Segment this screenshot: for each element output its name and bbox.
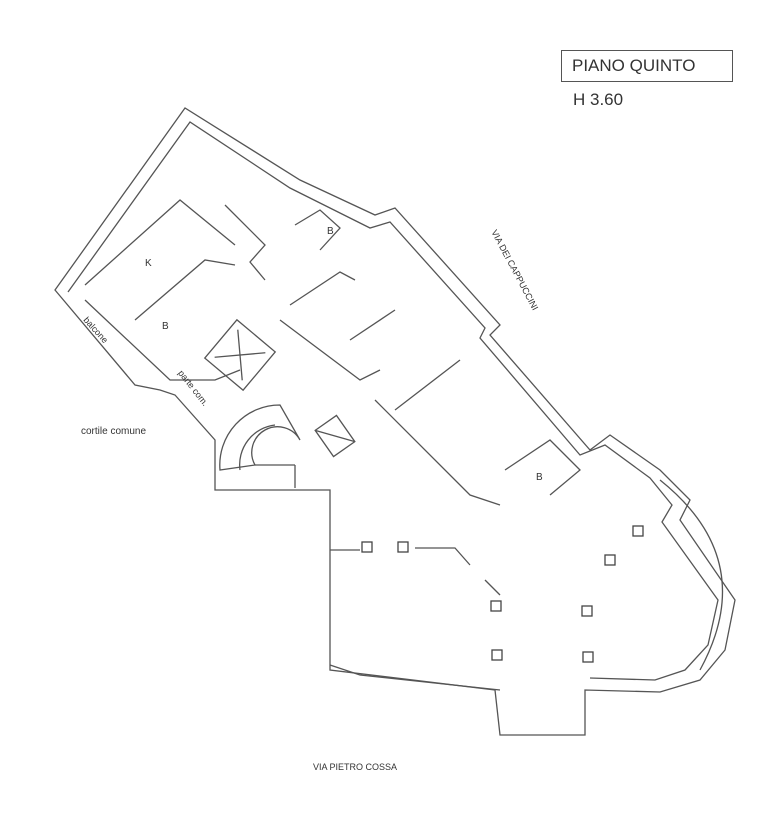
wall [374,399,501,506]
wall [134,259,236,321]
bay-window [659,479,724,671]
balcony-wall [84,299,241,381]
wall [289,271,356,306]
wall [504,439,581,496]
wall [484,579,501,596]
wall [415,547,471,566]
wall [349,309,396,341]
room-label-kitchen: K [145,258,152,269]
stair-core [203,318,277,392]
room-label-bath: B [536,472,543,483]
building-outline [54,107,736,736]
area-label-courtyard: cortile comune [81,426,147,437]
kitchen-wall [84,199,236,286]
floor-title: PIANO QUINTO [561,50,733,82]
wall [224,204,266,281]
inner-wall [67,121,719,681]
spiral-stair [219,404,301,471]
elevator [314,414,356,458]
wall [294,209,341,251]
street-label-south: VIA PIETRO COSSA [313,762,398,772]
floor-height: H 3.60 [573,90,624,109]
wall [394,359,461,411]
wall [279,319,381,381]
columns [361,525,644,663]
room-label-bath: B [162,321,169,332]
room-label-bath: B [327,226,334,237]
wall [329,664,501,691]
